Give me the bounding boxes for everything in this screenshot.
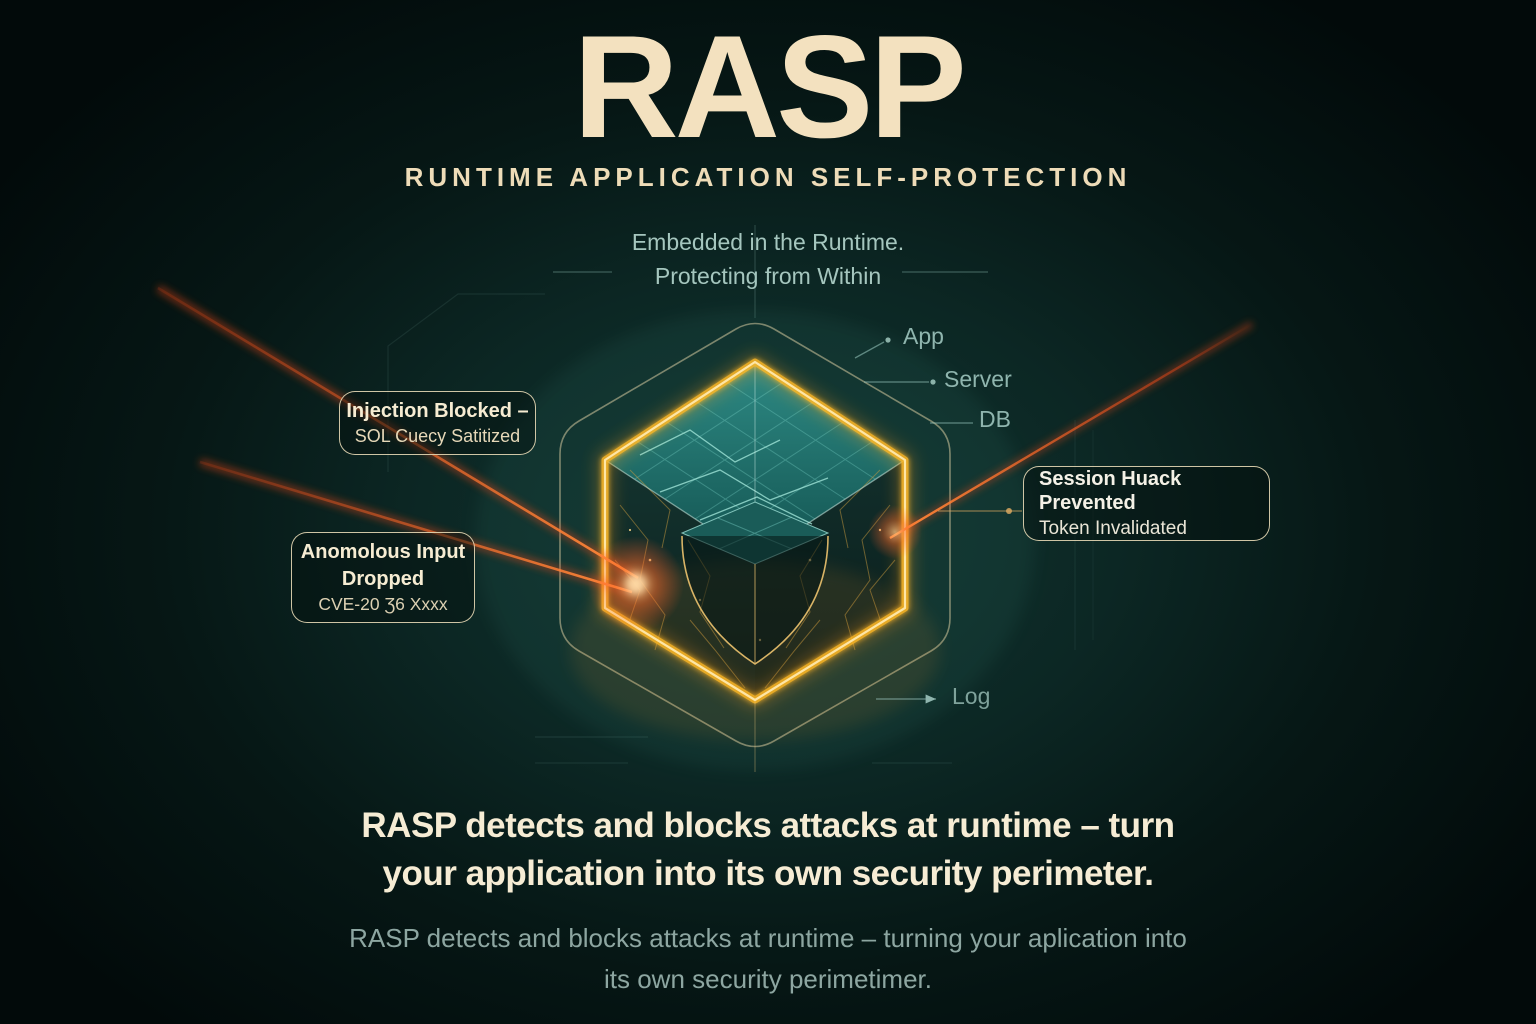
- tagline-line-1: Embedded in the Runtime.: [631, 229, 905, 255]
- callout-session-title: Session Huack Prevented: [1039, 467, 1182, 514]
- footer-heading: RASP detects and blocks attacks at runti…: [0, 802, 1536, 898]
- label-server: Server: [944, 366, 1012, 392]
- callout-session-hijack: Session Huack Prevented Token Invalidate…: [1023, 466, 1270, 541]
- label-db: DB: [979, 406, 1011, 432]
- app-connector-line: [854, 341, 885, 359]
- callout-injection-detail: SOL Cuecy Satitized: [354, 425, 521, 446]
- callout-injection-blocked: Injection Blocked – SOL Cuecy Satitized: [339, 391, 536, 455]
- footer-subtext-line2: its own security perimetimer.: [604, 964, 932, 994]
- footer-subtext-line1: RASP detects and blocks attacks at runti…: [349, 923, 1187, 953]
- background-circuit-lines: [387, 225, 1094, 764]
- footer-heading-line1: RASP detects and blocks attacks at runti…: [361, 806, 1175, 845]
- page-subtitle: RUNTIME APPLICATION SELF-PROTECTION: [404, 162, 1132, 192]
- outer-hexagon-outline: [559, 322, 951, 748]
- laser-beams: [156, 285, 1254, 632]
- glow-hexagon: [597, 354, 913, 772]
- impact-glow-right: [868, 505, 922, 559]
- top-face-cracks: [639, 429, 829, 525]
- connector-lines: [854, 337, 1022, 704]
- callout-injection-title: Injection Blocked –: [346, 399, 529, 422]
- footer-subtext: RASP detects and blocks attacks at runti…: [0, 918, 1536, 1000]
- callout-anomalous-title-line1: Anomolous Input: [300, 541, 466, 563]
- callout-anomalous-cve: CVE-20 Ʒ6 Xxxx: [318, 594, 448, 614]
- tagline-line-2: Protecting from Within: [654, 263, 882, 289]
- page-title: RASP: [573, 5, 967, 168]
- footer-heading-line2: your application into its own security p…: [382, 854, 1154, 893]
- label-app: App: [903, 323, 944, 349]
- callout-anomalous-input: Anomolous Input Dropped CVE-20 Ʒ6 Xxxx: [291, 532, 475, 623]
- callout-anomalous-title-line2: Dropped: [341, 568, 425, 590]
- label-log: Log: [952, 683, 991, 709]
- callout-session-detail: Token Invalidated: [1039, 517, 1187, 539]
